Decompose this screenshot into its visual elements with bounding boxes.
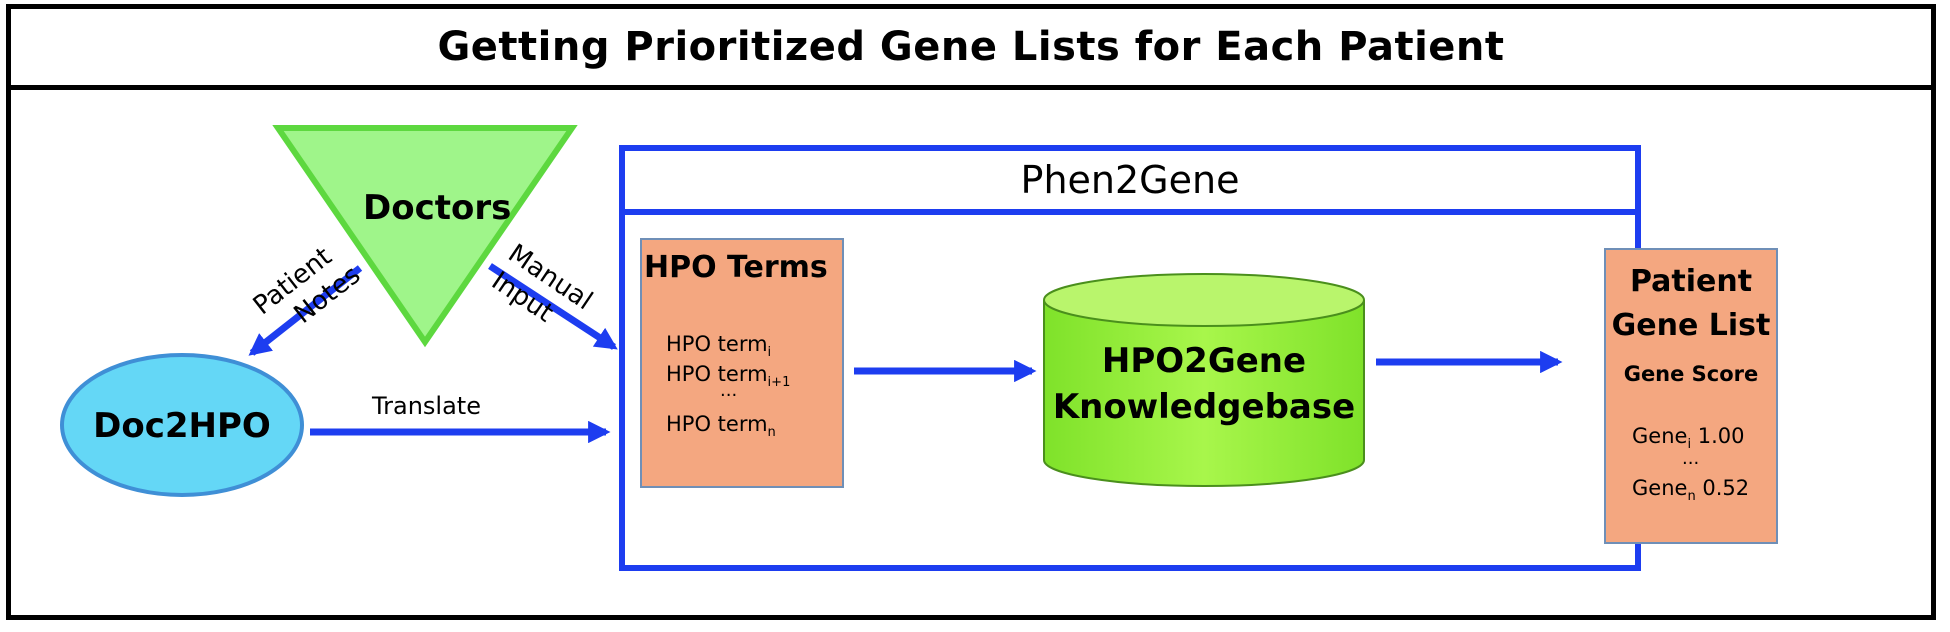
knowledgebase-line2: Knowledgebase	[1052, 387, 1356, 427]
hpo-term-subscript: n	[767, 425, 776, 441]
hpo-term-prefix: HPO term	[666, 362, 768, 386]
page-title: Getting Prioritized Gene Lists for Each …	[437, 24, 1505, 70]
gene-list-title-line1: Patient	[1629, 264, 1753, 299]
doctors-triangle	[272, 125, 578, 348]
arrow-manual-input	[488, 263, 618, 350]
gene-list-box: Patient Gene List Gene Score Genei 1.00 …	[1604, 248, 1778, 544]
knowledgebase-line1: HPO2Gene	[1101, 341, 1307, 381]
hpo-term-i-plus-1: HPO termi+1	[666, 362, 790, 389]
translate-label: Translate	[372, 392, 481, 420]
title-bar: Getting Prioritized Gene Lists for Each …	[6, 4, 1936, 90]
doc2hpo-label: Doc2HPO	[93, 406, 271, 446]
gene-row-n: Genen 0.52	[1632, 476, 1750, 503]
gene-subscript: n	[1687, 489, 1696, 505]
hpo-term-ellipsis: ...	[720, 380, 738, 401]
gene-row-i: Genei 1.00	[1632, 424, 1745, 451]
gene-prefix: Gene	[1632, 424, 1688, 448]
doctors-label: Doctors	[363, 188, 512, 228]
doc2hpo-ellipse	[60, 353, 304, 497]
hpo-term-prefix: HPO term	[666, 332, 768, 356]
gene-subscript: i	[1687, 437, 1692, 453]
phen2gene-title: Phen2Gene	[1020, 158, 1240, 202]
gene-list-title: Patient Gene List	[1606, 260, 1776, 348]
gene-score: 0.52	[1702, 476, 1750, 500]
knowledgebase-label: HPO2Gene Knowledgebase	[1034, 338, 1374, 430]
gene-score: 1.00	[1697, 424, 1745, 448]
knowledgebase-cylinder	[1043, 273, 1365, 487]
hpo-terms-box: HPO Terms HPO termi HPO termi+1 ... HPO …	[640, 238, 844, 488]
gene-score-header: Gene Score	[1623, 362, 1759, 386]
gene-prefix: Gene	[1632, 476, 1688, 500]
hpo-term-subscript: i+1	[767, 375, 791, 391]
hpo-term-subscript: i	[767, 345, 772, 361]
gene-ellipsis: ...	[1682, 448, 1700, 469]
arrow-patient-notes	[248, 265, 363, 356]
hpo-term-i: HPO termi	[666, 332, 771, 359]
hpo-term-n: HPO termn	[666, 412, 776, 439]
hpo-term-prefix: HPO term	[666, 412, 768, 436]
hpo-terms-title: HPO Terms	[644, 250, 828, 285]
gene-list-title-line2: Gene List	[1611, 308, 1771, 343]
